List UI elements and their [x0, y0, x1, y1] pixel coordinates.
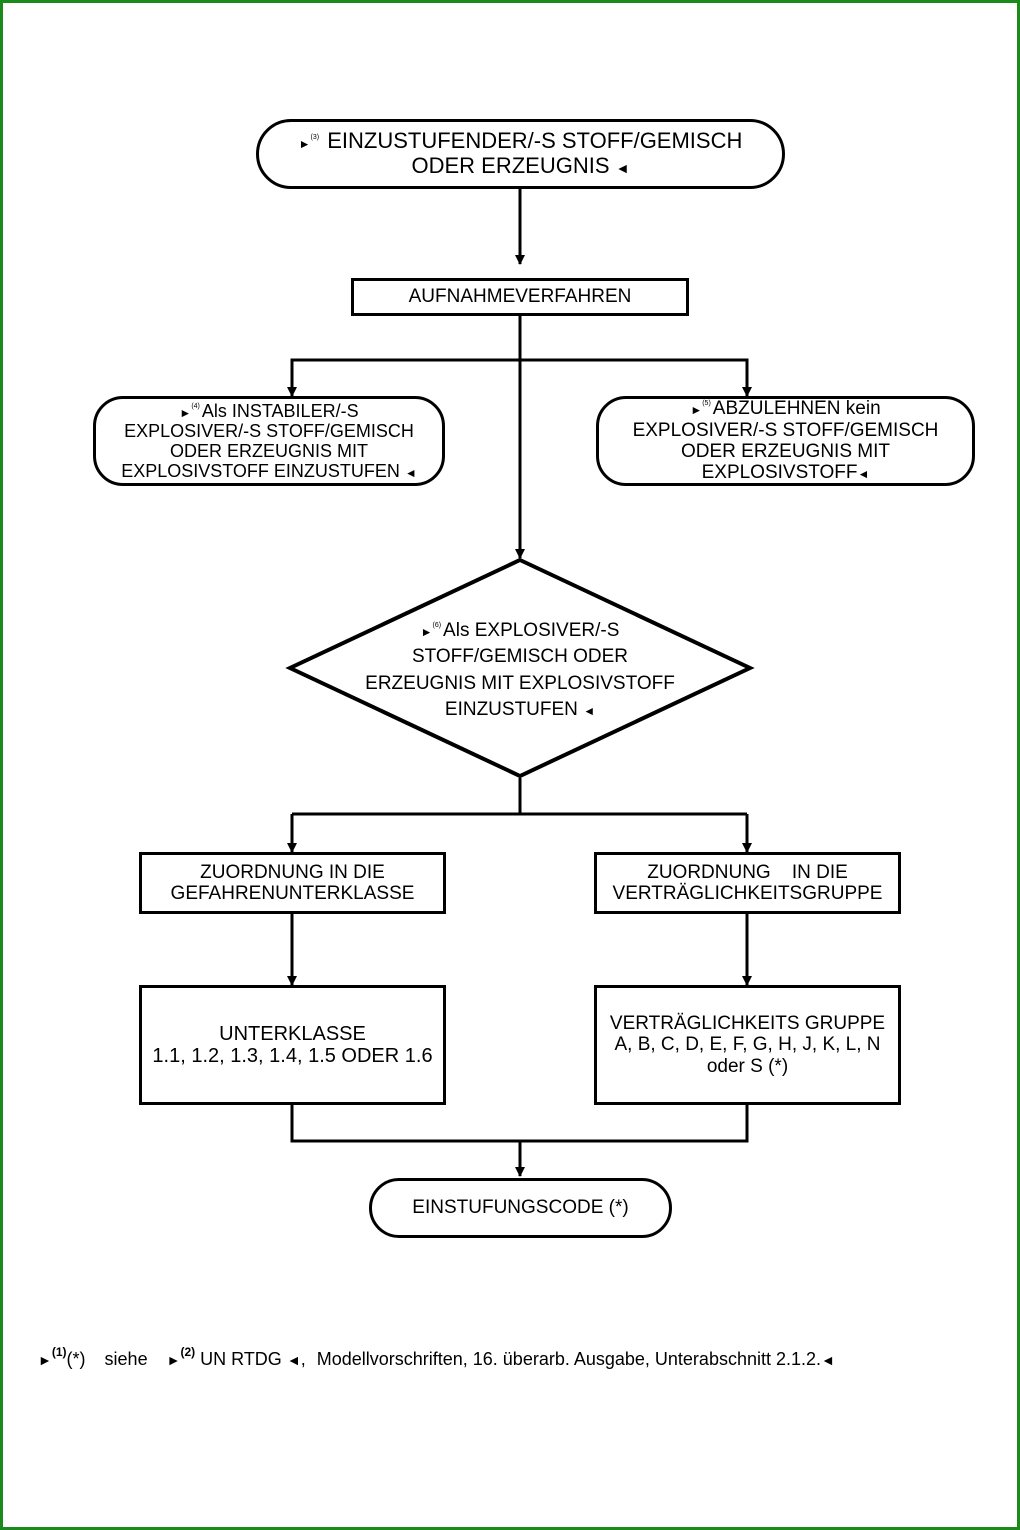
arrow-results-merge [290, 1105, 749, 1143]
compat-group-line2: VERTRÄGLICHKEITSGRUPPE [612, 883, 883, 904]
unstable-line3: ODER ERZEUGNIS MIT [169, 441, 368, 461]
reject-line1: ABZULEHNEN kein [712, 398, 881, 420]
hazard-division-line1: ZUORDNUNG IN DIE [200, 861, 385, 883]
start-line2: ODER ERZEUGNIS [411, 153, 610, 178]
subclass-line1: UNTERKLASSE [219, 1022, 366, 1045]
unstable-line2: EXPLOSIVER/-S STOFF/GEMISCH [124, 420, 414, 441]
decision-line3: ERZEUGNIS MIT EXPLOSIVSTOFF [365, 672, 675, 694]
subclass-box: UNTERKLASSE 1.1, 1.2, 1.3, 1.4, 1.5 ODER… [139, 985, 446, 1105]
decision-line2: STOFF/GEMISCH ODER [411, 646, 629, 668]
unstable-line4: EXPLOSIVSTOFF EINZUSTUFEN [121, 461, 400, 482]
close-marker: ◄ [615, 160, 630, 176]
reject-line4: EXPLOSIVSTOFF [701, 462, 858, 484]
acceptance-label: AUFNAHMEVERFAHREN [408, 286, 632, 308]
compat-result-line2: A, B, C, D, E, F, G, H, J, K, L, N [614, 1034, 881, 1056]
open-marker: ► [298, 137, 311, 152]
footnote-rtdg: UN RTDG [200, 1349, 282, 1369]
footnote-see: siehe [104, 1349, 148, 1369]
reject-terminator: ►(5)ABZULEHNEN kein EXPLOSIVER/-S STOFF/… [596, 396, 975, 486]
classification-code-terminator: EINSTUFUNGSCODE (*) [369, 1178, 672, 1238]
classification-code-label: EINSTUFUNGSCODE (*) [412, 1197, 629, 1219]
start-terminator: ►(3) EINZUSTUFENDER/-S STOFF/GEMISCH ODE… [256, 119, 785, 189]
footnote-star: (*) [66, 1349, 86, 1369]
hazard-division-box: ZUORDNUNG IN DIE GEFAHRENUNTERKLASSE [139, 852, 446, 914]
decision-diamond [285, 557, 755, 779]
compat-group-box: ZUORDNUNG IN DIE VERTRÄGLICHKEITSGRUPPE [594, 852, 901, 914]
subclass-line2: 1.1, 1.2, 1.3, 1.4, 1.5 ODER 1.6 [152, 1045, 433, 1067]
hazard-division-line2: GEFAHRENUNTERKLASSE [170, 883, 415, 904]
compat-group-line1: ZUORDNUNG IN DIE [647, 861, 848, 883]
unstable-line1: Als INSTABILER/-S [201, 400, 359, 421]
reject-line3: ODER ERZEUGNIS MIT [680, 441, 890, 462]
unstable-explosive-terminator: ►(4)Als INSTABILER/-S EXPLOSIVER/-S STOF… [93, 396, 445, 486]
decision-line4: EINZUSTUFEN [444, 698, 578, 720]
compat-result-box: VERTRÄGLICHKEITS GRUPPE A, B, C, D, E, F… [594, 985, 901, 1105]
footnote: ►(1)(*) siehe ►(2) UN RTDG ◄, Modellvors… [38, 1345, 835, 1369]
compat-result-line1: VERTRÄGLICHKEITS GRUPPE [609, 1013, 886, 1035]
decision-text: ►(6)Als EXPLOSIVER/-S STOFF/GEMISCH ODER… [365, 620, 675, 720]
footnote-text: Modellvorschriften, 16. überarb. Ausgabe… [316, 1349, 822, 1369]
compat-result-line3: oder S (*) [706, 1055, 789, 1077]
acceptance-procedure-box: AUFNAHMEVERFAHREN [351, 278, 689, 316]
reject-line2: EXPLOSIVER/-S STOFF/GEMISCH [632, 419, 939, 441]
start-line1: EINZUSTUFENDER/-S STOFF/GEMISCH [327, 128, 743, 154]
decision-line1: Als EXPLOSIVER/-S [443, 620, 620, 642]
